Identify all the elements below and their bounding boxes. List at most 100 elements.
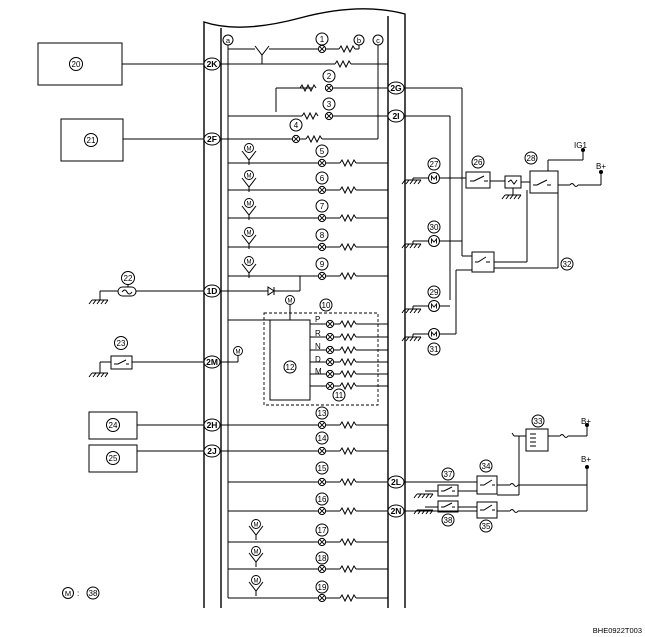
circuit-13: 13 — [221, 406, 388, 430]
svg-text:2: 2 — [327, 72, 332, 81]
svg-text:1D: 1D — [207, 286, 218, 296]
svg-text:2N: 2N — [391, 506, 402, 516]
shift-line-N: N — [310, 342, 388, 355]
shift-line-P: P — [310, 315, 388, 329]
ig1-label: IG1 — [574, 141, 587, 150]
svg-text:M: M — [315, 367, 322, 376]
connector-2H: 2H — [203, 418, 221, 432]
bplus-label-2: B+ — [581, 417, 591, 426]
circuit-18: 18 — [228, 546, 388, 574]
shift-line-6 — [310, 381, 388, 391]
letter-a: a — [226, 36, 231, 45]
svg-text:2K: 2K — [207, 59, 219, 69]
letter-c: c — [376, 36, 380, 45]
connector-2J: 2J — [203, 444, 221, 458]
component-30: 30 — [430, 223, 439, 232]
svg-text:14: 14 — [318, 434, 327, 443]
component-36: 37 — [444, 470, 453, 479]
bplus-label-3: B+ — [581, 455, 591, 464]
relay-cluster: 33 B+ B+ 34 37 35 — [404, 414, 591, 533]
component-26: 26 — [474, 158, 483, 167]
component-23-switch: 23 — [88, 336, 205, 378]
connector-2F: 2F — [203, 132, 221, 146]
component-24: 24 — [88, 411, 138, 440]
component-31: 31 — [430, 345, 439, 354]
svg-text:24: 24 — [109, 421, 118, 430]
connector-1D: 1D — [203, 284, 221, 298]
circuit-3: 3 — [228, 97, 388, 121]
right-labels: 27 26 27 28 30 29 31 32 IG1 B+ — [427, 141, 606, 356]
circuit-14: 14 — [221, 431, 388, 456]
svg-text:4: 4 — [294, 121, 299, 130]
svg-text:2M: 2M — [206, 357, 218, 367]
svg-text:19: 19 — [318, 583, 327, 592]
svg-text:6: 6 — [320, 174, 325, 183]
svg-text:5: 5 — [320, 147, 325, 156]
ecu-housing-outline — [203, 8, 406, 608]
component-20: 20 — [37, 42, 123, 86]
component-21: 21 — [60, 118, 124, 162]
svg-text:8: 8 — [320, 231, 325, 240]
component-34: 34 — [482, 462, 491, 471]
connector-2I: 2I — [387, 109, 405, 123]
connector-letters: a b c — [222, 34, 384, 46]
svg-text:21: 21 — [87, 136, 96, 145]
shift-line-D: D — [310, 355, 388, 367]
connector-2N: 2N — [387, 504, 405, 518]
svg-text:D: D — [315, 355, 321, 364]
circuit-17: 17 — [228, 519, 388, 547]
svg-text:18: 18 — [318, 554, 327, 563]
connector-2G: 2G — [387, 81, 405, 95]
legend-ref: 38 — [89, 589, 98, 598]
motor-2M — [221, 346, 243, 363]
svg-text:20: 20 — [72, 60, 81, 69]
letter-b: b — [357, 36, 361, 45]
connector-2M: 2M — [203, 355, 221, 369]
svg-text:N: N — [315, 342, 321, 351]
shift-line-R: R — [310, 329, 388, 342]
component-29: 29 — [430, 288, 439, 297]
circuit-5: 5 — [228, 143, 388, 168]
svg-text:7: 7 — [320, 202, 325, 211]
shift-group: 12 10 11 P R N — [228, 295, 388, 406]
svg-text:17: 17 — [318, 526, 327, 535]
component-32: 32 — [563, 260, 572, 269]
component-33: 33 — [534, 417, 543, 426]
component-27: 28 — [527, 154, 536, 163]
svg-text:P: P — [315, 315, 320, 324]
connector-2L: 2L — [387, 475, 405, 489]
component-12: 12 — [286, 363, 295, 372]
circuit-7: 7 — [228, 198, 388, 223]
svg-text:16: 16 — [318, 495, 327, 504]
bplus-label-1: B+ — [596, 162, 606, 171]
shift-line-M: M — [310, 367, 388, 379]
svg-text:2G: 2G — [390, 83, 402, 93]
svg-text:13: 13 — [318, 409, 327, 418]
circuit-4: 4 — [221, 45, 379, 144]
svg-text:3: 3 — [327, 100, 332, 109]
legend: M : 38 — [62, 586, 100, 600]
svg-text:15: 15 — [318, 464, 327, 473]
svg-text:2J: 2J — [207, 446, 217, 456]
component-10: 10 — [322, 301, 331, 310]
legend-separator: : — [77, 589, 79, 598]
circuit-15: 15 — [228, 461, 388, 487]
component-28: 27 — [430, 160, 439, 169]
component-11: 11 — [335, 391, 344, 400]
component-22-sensor: 22 — [88, 271, 205, 305]
circuit-1: 1 — [221, 32, 388, 68]
circuit-9: 9 — [221, 256, 388, 296]
legend-symbol: M — [65, 589, 71, 598]
svg-text:2H: 2H — [207, 420, 218, 430]
svg-text:R: R — [315, 329, 321, 338]
svg-text:2L: 2L — [391, 477, 401, 487]
svg-text:23: 23 — [117, 339, 126, 348]
svg-text:2F: 2F — [207, 134, 217, 144]
circuit-2: 2 — [275, 69, 388, 112]
connector-2K: 2K — [203, 57, 221, 71]
svg-text:25: 25 — [109, 454, 118, 463]
svg-text:2I: 2I — [392, 111, 399, 121]
circuit-16: 16 — [228, 492, 388, 516]
figure-code: BHE0922T003 — [593, 626, 642, 635]
